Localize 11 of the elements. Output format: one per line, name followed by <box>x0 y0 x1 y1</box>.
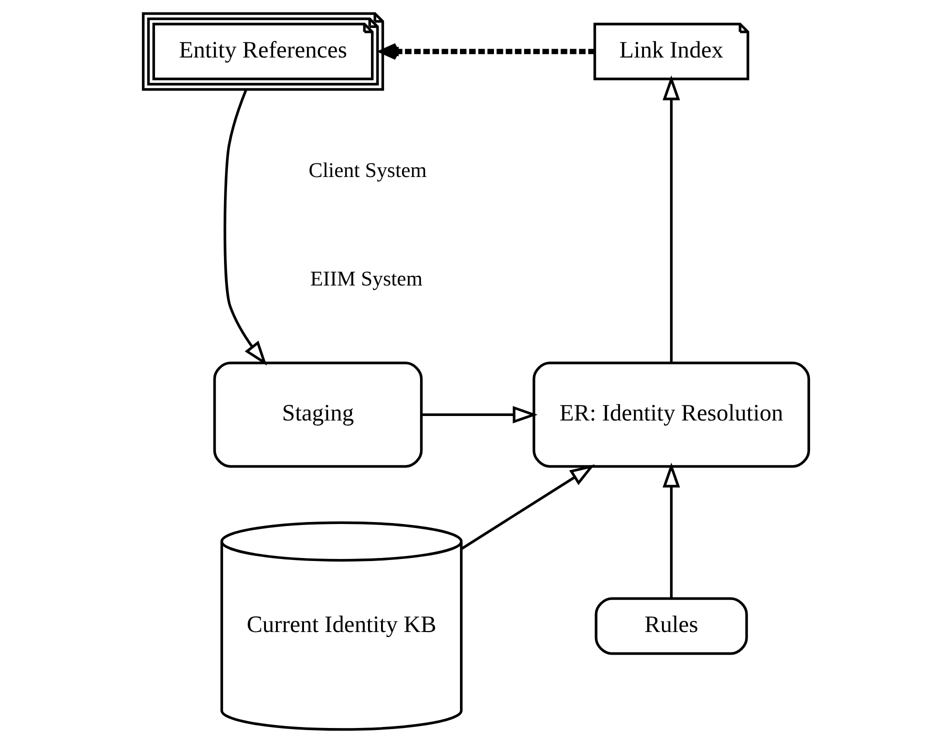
label: EIIM System <box>310 266 422 291</box>
arrow <box>223 89 266 366</box>
arrow <box>662 462 680 598</box>
label: Client System <box>308 158 426 182</box>
node-box: Staging <box>212 362 422 468</box>
arrow <box>380 42 594 60</box>
node-box: Rules <box>594 597 748 655</box>
node-box: ER: Identity Resolution <box>532 362 810 468</box>
arrow <box>662 75 680 363</box>
arrow <box>421 406 538 424</box>
arrow <box>460 464 594 550</box>
